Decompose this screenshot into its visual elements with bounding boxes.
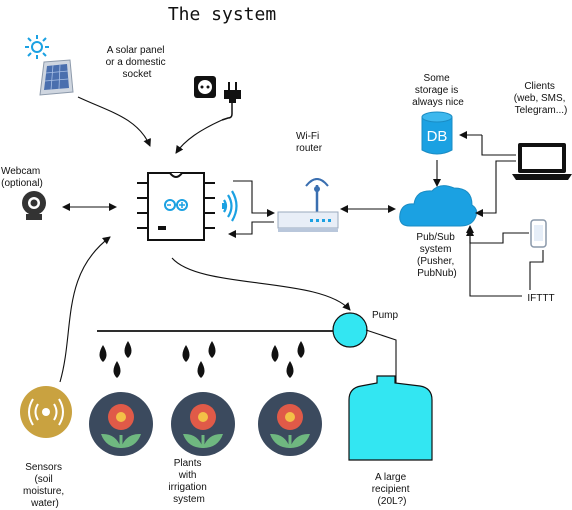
wifi-signal-icon — [223, 190, 238, 222]
webcam-label: Webcam (optional) — [1, 166, 43, 189]
sensors-label: Sensors (soil moisture, water) — [23, 462, 67, 509]
flower-icon — [171, 392, 235, 456]
ifttt-cloud-arrow — [466, 228, 522, 297]
recipient-label: A large recipient (20L?) — [372, 472, 413, 507]
flower-icon — [89, 392, 153, 456]
water-drop-icon — [99, 341, 305, 378]
power-socket-icon — [194, 76, 216, 98]
power-arrow — [77, 96, 151, 147]
pubsub-label: Pub/Sub system (Pusher, PubNub) — [416, 232, 457, 279]
smartphone-icon — [530, 219, 547, 248]
database-icon: DB — [421, 111, 453, 155]
chip-to-router-line — [233, 180, 275, 217]
router-to-chip-line — [228, 221, 274, 238]
sensor-to-chip-arrow — [59, 236, 111, 383]
router-label: Wi-Fi router — [296, 131, 323, 154]
pump-icon — [332, 312, 368, 348]
diagram-title: The system — [168, 4, 276, 25]
webcam-icon — [22, 191, 46, 220]
water-tank-icon — [348, 375, 433, 461]
ifttt-label: IFTTT — [527, 293, 554, 304]
cloud-icon — [399, 185, 478, 227]
chip-to-pump-arrow — [171, 257, 351, 311]
laptop-icon — [512, 143, 572, 180]
pump-label: Pump — [372, 310, 399, 321]
power-source-label: A solar panel or a domestic socket — [106, 45, 169, 80]
storage-label: Some storage is always nice — [412, 73, 464, 108]
wifi-signal-dot — [222, 203, 225, 209]
phone-ifttt-line — [529, 250, 544, 290]
phone-cloud-arrow — [466, 225, 529, 244]
plants-label: Plants with irrigation system — [168, 458, 209, 505]
solar-panel-icon — [39, 59, 74, 96]
arduino-chip-icon — [137, 172, 215, 241]
socket-arrow — [175, 119, 223, 154]
power-plug-icon — [221, 82, 241, 121]
db-label: DB — [427, 128, 448, 145]
sun-icon — [25, 35, 49, 59]
laptop-line-a — [481, 135, 516, 156]
laptop-cloud-arrow — [475, 160, 516, 217]
sensor-icon — [20, 386, 72, 438]
clients-label: Clients (web, SMS, Telegram...) — [514, 81, 568, 116]
flower-icon — [258, 392, 322, 456]
wifi-router-icon — [277, 178, 339, 232]
